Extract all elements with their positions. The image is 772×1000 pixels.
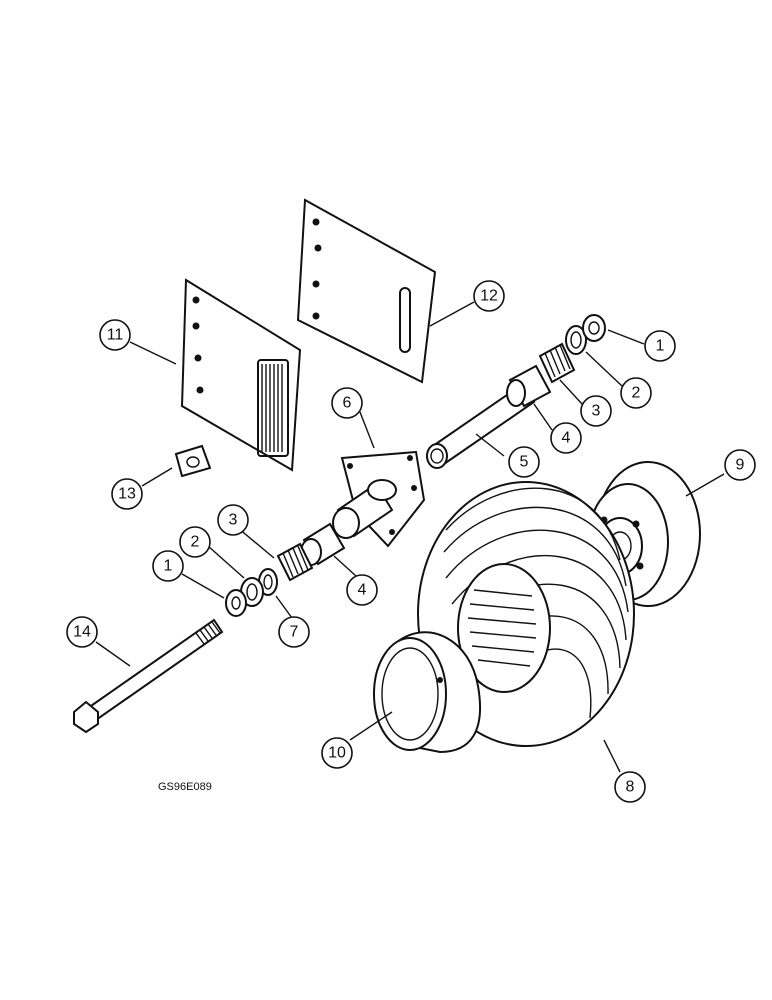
upper-race-part-2 bbox=[565, 325, 587, 355]
svg-text:7: 7 bbox=[290, 624, 299, 641]
svg-text:4: 4 bbox=[358, 582, 367, 599]
callout-5: 5 bbox=[508, 446, 540, 478]
svg-text:3: 3 bbox=[592, 403, 601, 420]
rim-half-part-10 bbox=[373, 631, 482, 754]
svg-text:1: 1 bbox=[164, 558, 173, 575]
callout-4a: 4 bbox=[550, 422, 582, 454]
svg-text:4: 4 bbox=[562, 430, 571, 447]
callout-3b: 3 bbox=[217, 504, 249, 536]
callout-2a: 2 bbox=[620, 377, 652, 409]
svg-text:9: 9 bbox=[736, 457, 745, 474]
upper-washer-part-1 bbox=[582, 314, 606, 342]
callout-10: 10 bbox=[321, 737, 353, 769]
svg-text:3: 3 bbox=[229, 512, 238, 529]
callout-1b: 1 bbox=[152, 550, 184, 582]
plate-part-12 bbox=[296, 198, 437, 384]
svg-text:8: 8 bbox=[626, 779, 635, 796]
callout-8: 8 bbox=[614, 771, 646, 803]
svg-text:13: 13 bbox=[118, 486, 136, 503]
callout-3a: 3 bbox=[580, 395, 612, 427]
svg-text:14: 14 bbox=[73, 624, 91, 641]
callout-2b: 2 bbox=[179, 526, 211, 558]
bolt-part-14 bbox=[73, 618, 224, 734]
upper-bearing-part-3 bbox=[538, 342, 576, 384]
svg-text:10: 10 bbox=[328, 745, 346, 762]
callout-1a: 1 bbox=[644, 330, 676, 362]
lower-washer-part-1 bbox=[225, 589, 247, 617]
axle-tube-part-5 bbox=[426, 384, 536, 469]
square-washer-part-13 bbox=[174, 444, 212, 478]
callout-12: 12 bbox=[473, 280, 505, 312]
lower-bearing-part-3 bbox=[276, 542, 314, 582]
svg-text:1: 1 bbox=[656, 338, 665, 355]
svg-text:5: 5 bbox=[520, 454, 529, 471]
spindle-housing-part-6 bbox=[332, 450, 426, 548]
callout-11: 11 bbox=[99, 319, 131, 351]
svg-text:2: 2 bbox=[191, 534, 200, 551]
svg-text:6: 6 bbox=[343, 395, 352, 412]
plate-part-11 bbox=[180, 278, 302, 472]
svg-text:2: 2 bbox=[632, 385, 641, 402]
callout-14: 14 bbox=[66, 616, 98, 648]
svg-text:12: 12 bbox=[480, 288, 498, 305]
callout-13: 13 bbox=[111, 478, 143, 510]
figure-code: GS96E089 bbox=[158, 781, 212, 793]
callout-7: 7 bbox=[278, 616, 310, 648]
callout-6: 6 bbox=[331, 387, 363, 419]
callout-9: 9 bbox=[724, 449, 756, 481]
leader-lines bbox=[95, 301, 725, 773]
callout-4b: 4 bbox=[346, 574, 378, 606]
upper-sleeve-part-4 bbox=[506, 364, 552, 408]
svg-text:11: 11 bbox=[107, 327, 124, 344]
